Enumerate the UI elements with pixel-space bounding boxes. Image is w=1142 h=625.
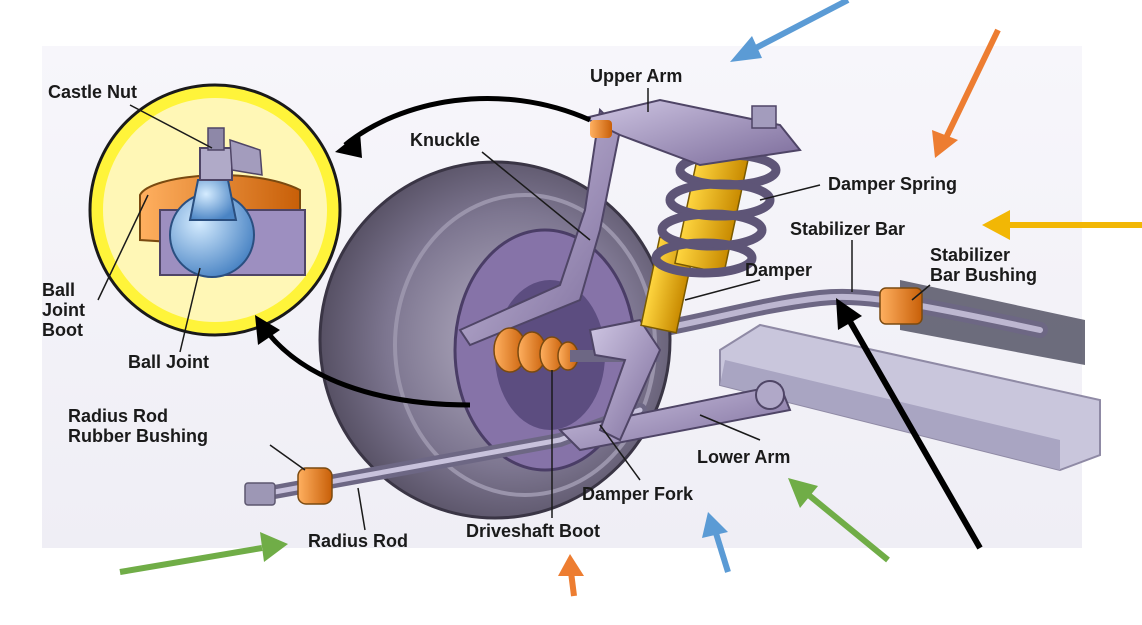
label-damper-spring: Damper Spring: [828, 174, 958, 194]
label-stabilizer-bar-bushing: Stabilizer Bar Bushing: [930, 245, 1038, 285]
annotation-arrow-orange-damper-spring: [932, 28, 1001, 158]
label-castle-nut: Castle Nut: [48, 82, 138, 102]
label-lower-arm: Lower Arm: [697, 447, 791, 467]
label-damper-fork: Damper Fork: [582, 484, 694, 504]
ball-joint-inset: [88, 83, 342, 337]
annotation-arrow-green-radius-rod: [119, 532, 288, 575]
label-driveshaft-boot: Driveshaft Boot: [466, 521, 601, 541]
annotation-arrow-black-stabilizer-bar: [836, 298, 983, 550]
label-radius-rod-rubber-bushing: Radius Rod Rubber Bushing: [68, 406, 208, 446]
stabilizer-bar: [647, 288, 1048, 338]
leader-lines: [97, 88, 931, 531]
label-ball-joint-boot: Ball Joint Boot: [42, 280, 85, 340]
annotation-arrow-orange-driveshaft-boot: [558, 554, 584, 597]
label-radius-rod: Radius Rod: [308, 531, 409, 551]
knuckle-part: [458, 107, 622, 347]
label-damper: Damper: [745, 260, 813, 280]
upper-arm-part: [582, 98, 802, 167]
label-upper-arm: Upper Arm: [590, 66, 683, 86]
inset-pointer-arrows: [255, 96, 592, 408]
stabilizer-bar-bushing-part: [879, 287, 923, 325]
annotation-arrow-blue-upper-arm: [730, 0, 850, 62]
label-stabilizer-bar: Stabilizer Bar: [790, 219, 906, 239]
annotation-arrow-blue-damper-fork: [702, 512, 731, 573]
label-knuckle: Knuckle: [410, 130, 481, 150]
annotation-arrow-yellow-stabilizer-bar: [982, 210, 1142, 240]
annotation-arrow-green-lower-arm: [788, 478, 890, 563]
label-ball-joint: Ball Joint: [128, 352, 210, 372]
